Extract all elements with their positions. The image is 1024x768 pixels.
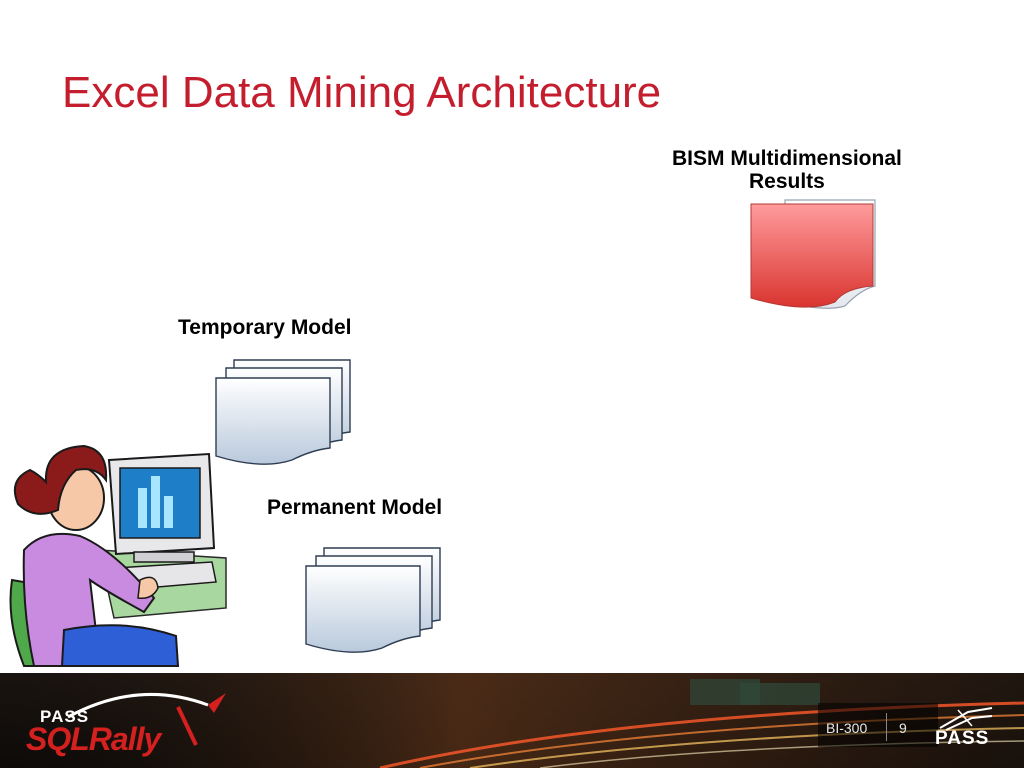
footer-banner: PASS SQLRally BI-300 9 PASS: [0, 673, 1024, 768]
pass-logo-mark-icon: [939, 707, 993, 731]
bism-results-label: BISM Multidimensional Results: [672, 147, 902, 193]
temporary-model-documents-icon: [215, 359, 351, 465]
temporary-model-label: Temporary Model: [178, 316, 352, 339]
bism-label-line2: Results: [748, 170, 825, 193]
session-code: BI-300: [826, 720, 868, 736]
pass-logo-text: PASS: [935, 728, 990, 749]
slide-title: Excel Data Mining Architecture: [62, 68, 662, 117]
footer-divider: [886, 713, 887, 741]
pass-brand-text: PASS: [40, 707, 90, 726]
permanent-model-documents-icon: [305, 547, 441, 653]
sqlrally-brand-text: SQLRally: [26, 721, 161, 757]
bism-label-line1: BISM Multidimensional: [672, 147, 902, 170]
person-at-computer-illustration: [9, 444, 227, 667]
permanent-model-label: Permanent Model: [267, 496, 443, 519]
page-number: 9: [899, 720, 907, 736]
sqlrally-swoosh-icon: [67, 692, 226, 746]
highway-night-photo: [0, 673, 1024, 768]
results-document-icon: [750, 199, 876, 309]
